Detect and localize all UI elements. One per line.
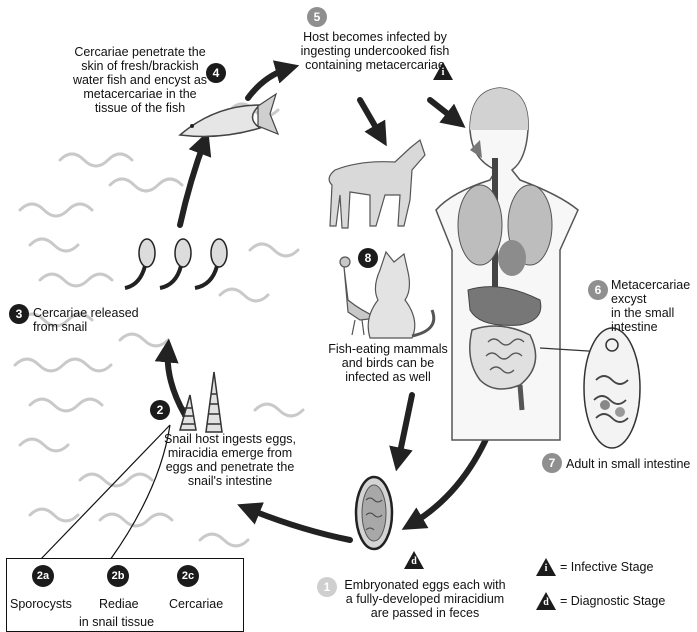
adult-fluke-icon: [584, 328, 640, 448]
arrow-host-to-human: [430, 100, 458, 122]
human-body-icon: [436, 88, 578, 440]
legend-diagnostic-label: = Diagnostic Stage: [560, 594, 665, 608]
stage-6-text: Metacercariae excyst in the small intest…: [611, 278, 697, 334]
snail-icons: [180, 372, 222, 432]
stage-8-badge: 8: [358, 248, 378, 268]
diagnostic-stage-marker-label: d: [404, 556, 424, 567]
dog-icon: [329, 140, 425, 228]
stage-2-text: Snail host ingests eggs, miracidia emerg…: [145, 432, 315, 488]
stage-1-text: Embryonated eggs each with a fully-devel…: [330, 578, 520, 620]
legend-infective-label: = Infective Stage: [560, 560, 653, 574]
stage-2b-badge: 2b: [107, 565, 129, 587]
stage-2a-badge: 2a: [32, 565, 54, 587]
stage-5-badge: 5: [307, 7, 327, 27]
infective-stage-marker-label: i: [433, 67, 453, 78]
stage-3-text: Cercariae released from snail: [33, 306, 183, 334]
stage-8-text: Fish-eating mammals and birds can be inf…: [318, 342, 458, 384]
stage-3-badge: 3: [9, 304, 29, 324]
snail-tissue-box: 2a 2b 2c Sporocysts Rediae Cercariae in …: [6, 558, 244, 632]
stage-7-text: Adult in small intestine: [566, 457, 697, 471]
arrow-snail-to-cercariae: [168, 348, 185, 415]
legend-diagnostic-icon-label: d: [536, 597, 556, 608]
egg-icon: [356, 477, 392, 549]
stage-2c-badge: 2c: [177, 565, 199, 587]
arrow-eggs-to-snail: [246, 508, 350, 540]
arrow-host-to-dog: [360, 100, 382, 138]
cat-icon: [368, 252, 434, 338]
cercariae-icons: [125, 239, 227, 288]
stage-2-badge: 2: [150, 400, 170, 420]
arrow-mammals-to-eggs: [398, 395, 412, 462]
snail-box-caption: in snail tissue: [79, 615, 154, 629]
legend-infective-icon-label: i: [536, 563, 556, 574]
stage-7-badge: 7: [542, 453, 562, 473]
cercariae-label: Cercariae: [169, 597, 223, 611]
arrow-fish-to-human: [248, 68, 290, 98]
arrow-cercariae-to-fish: [180, 140, 205, 225]
sporocysts-label: Sporocysts: [10, 597, 72, 611]
stage-6-badge: 6: [588, 280, 608, 300]
stage-4-text: Cercariae penetrate the skin of fresh/br…: [60, 45, 220, 115]
rediae-label: Rediae: [99, 597, 139, 611]
